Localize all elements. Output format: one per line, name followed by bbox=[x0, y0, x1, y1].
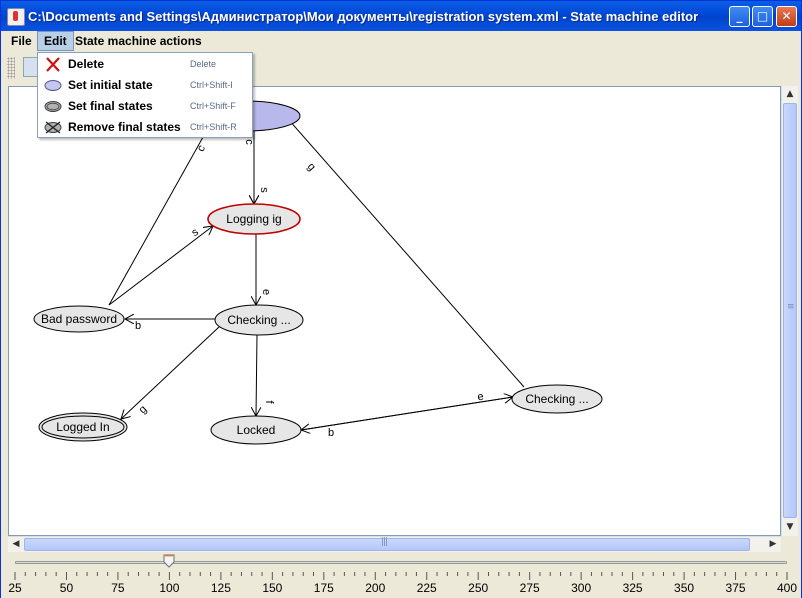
menu-item-shortcut: Ctrl+Shift-I bbox=[190, 80, 233, 90]
state-node-locked[interactable]: Locked bbox=[210, 415, 302, 445]
transition-edge[interactable] bbox=[256, 334, 257, 416]
toolbar-grip-handle[interactable] bbox=[7, 57, 15, 79]
state-ellipse[interactable] bbox=[33, 305, 125, 333]
transition-edge[interactable] bbox=[108, 105, 221, 306]
transition-label: e bbox=[260, 289, 272, 295]
transition-label: b bbox=[135, 320, 141, 332]
state-label: Logging ig bbox=[226, 212, 281, 226]
slider-tick-label: 200 bbox=[365, 581, 386, 595]
edit-menu-delete[interactable]: Delete Delete bbox=[38, 54, 252, 75]
zoom-slider-track[interactable] bbox=[15, 561, 787, 564]
zoom-slider-thumb[interactable] bbox=[163, 554, 175, 568]
state-label: Bad password bbox=[41, 312, 117, 326]
slider-tick-label: 75 bbox=[111, 581, 125, 595]
menu-item-shortcut: Delete bbox=[190, 59, 217, 69]
transition-label: g bbox=[137, 403, 150, 416]
slider-tick-label: 150 bbox=[262, 581, 283, 595]
edit-menu-popup: Delete Delete Set initial state Ctrl+Shi… bbox=[37, 52, 253, 138]
menu-item-label: Remove final states bbox=[68, 120, 181, 134]
slider-tick-label: 400 bbox=[776, 581, 798, 595]
minimize-button[interactable]: _ bbox=[729, 6, 750, 27]
delete-x-icon bbox=[46, 57, 60, 72]
edit-menu-remove-final-states[interactable]: Remove final states Ctrl+Shift-R bbox=[38, 117, 252, 138]
state-ellipse[interactable] bbox=[210, 415, 302, 445]
zoom-slider-ticks bbox=[14, 572, 788, 580]
menu-item-shortcut: Ctrl+Shift-R bbox=[190, 122, 237, 132]
state-ellipse[interactable] bbox=[207, 203, 301, 235]
java-app-icon[interactable] bbox=[7, 8, 25, 26]
window-title: C:\Documents and Settings\Администратор\… bbox=[28, 9, 699, 24]
scroll-up-arrow-icon[interactable]: ▲ bbox=[786, 89, 794, 99]
state-node-bad[interactable]: Bad password bbox=[33, 305, 125, 333]
slider-tick-label: 25 bbox=[8, 581, 22, 595]
menu-file[interactable]: File bbox=[11, 34, 32, 48]
state-node-logged[interactable]: Logged In bbox=[38, 412, 128, 442]
state-label: Checking ... bbox=[525, 392, 588, 406]
state-label: Locked bbox=[237, 423, 276, 437]
state-ellipse[interactable] bbox=[214, 304, 304, 336]
transition-label: f bbox=[263, 400, 275, 404]
vertical-scroll-thumb[interactable] bbox=[783, 103, 797, 518]
state-node-check2[interactable]: Checking ... bbox=[511, 384, 603, 414]
slider-tick-label: 300 bbox=[571, 581, 592, 595]
menu-bar: File Edit State machine actions bbox=[1, 31, 801, 51]
slider-tick-label: 225 bbox=[416, 581, 437, 595]
edit-menu-set-initial-state[interactable]: Set initial state Ctrl+Shift-I bbox=[38, 75, 252, 96]
menu-edit[interactable]: Edit bbox=[37, 31, 74, 51]
transition-label: e bbox=[477, 391, 485, 404]
slider-tick-label: 50 bbox=[59, 581, 74, 595]
transition-edge[interactable] bbox=[108, 226, 213, 306]
zoom-slider[interactable]: 25 50 75 100 125 150 175 200 225 250 275 300 325 350 3… bbox=[1, 552, 801, 598]
state-node-check1[interactable]: Checking ... bbox=[214, 304, 304, 336]
slider-tick-label: 125 bbox=[210, 581, 231, 595]
slider-tick-label: 350 bbox=[674, 581, 695, 595]
slider-tick-label: 175 bbox=[313, 581, 334, 595]
remove-final-states-icon bbox=[44, 121, 62, 134]
final-state-ring bbox=[41, 415, 125, 439]
slider-tick-label: 275 bbox=[519, 581, 540, 595]
close-button[interactable]: ✕ bbox=[776, 6, 797, 27]
menu-item-label: Set initial state bbox=[68, 78, 153, 92]
transition-label: g bbox=[305, 161, 318, 174]
initial-state-ellipse-icon bbox=[44, 80, 62, 91]
state-ellipse[interactable] bbox=[38, 412, 128, 442]
scroll-down-arrow-icon[interactable]: ▼ bbox=[786, 522, 794, 532]
scroll-right-arrow-icon[interactable]: ▶ bbox=[769, 539, 777, 549]
edit-menu-set-final-states[interactable]: Set final states Ctrl+Shift-F bbox=[38, 96, 252, 117]
slider-tick-label: 250 bbox=[468, 581, 489, 595]
menu-item-shortcut: Ctrl+Shift-F bbox=[190, 101, 236, 111]
transition-label: c bbox=[195, 143, 208, 154]
transition-edge[interactable] bbox=[281, 111, 525, 388]
vertical-scrollbar[interactable]: ▲ ▼ bbox=[781, 86, 798, 536]
horizontal-scrollbar[interactable]: ◀ ▶ bbox=[8, 536, 781, 552]
title-bar[interactable]: C:\Documents and Settings\Администратор\… bbox=[1, 1, 801, 31]
menu-state-machine-actions[interactable]: State machine actions bbox=[75, 34, 202, 48]
scroll-left-arrow-icon[interactable]: ◀ bbox=[12, 539, 20, 549]
transition-label: s bbox=[189, 226, 201, 239]
menu-item-label: Set final states bbox=[68, 99, 153, 113]
horizontal-scroll-thumb[interactable] bbox=[24, 537, 750, 551]
state-label: Checking ... bbox=[227, 313, 290, 327]
slider-tick-label: 325 bbox=[622, 581, 643, 595]
transition-label: b bbox=[328, 427, 334, 439]
state-ellipse[interactable] bbox=[511, 384, 603, 414]
maximize-button[interactable]: □ bbox=[752, 6, 773, 27]
state-label: Logged In bbox=[56, 420, 109, 434]
final-state-ellipse-icon bbox=[44, 101, 62, 112]
transition-edge[interactable] bbox=[300, 397, 513, 431]
state-node-logging[interactable]: Logging ig bbox=[207, 203, 301, 235]
transition-label: c bbox=[243, 139, 255, 145]
slider-tick-label: 375 bbox=[725, 581, 746, 595]
menu-item-label: Delete bbox=[68, 57, 105, 71]
transition-edge[interactable] bbox=[121, 326, 220, 419]
transition-label: s bbox=[258, 187, 270, 193]
slider-tick-label: 100 bbox=[159, 581, 180, 595]
